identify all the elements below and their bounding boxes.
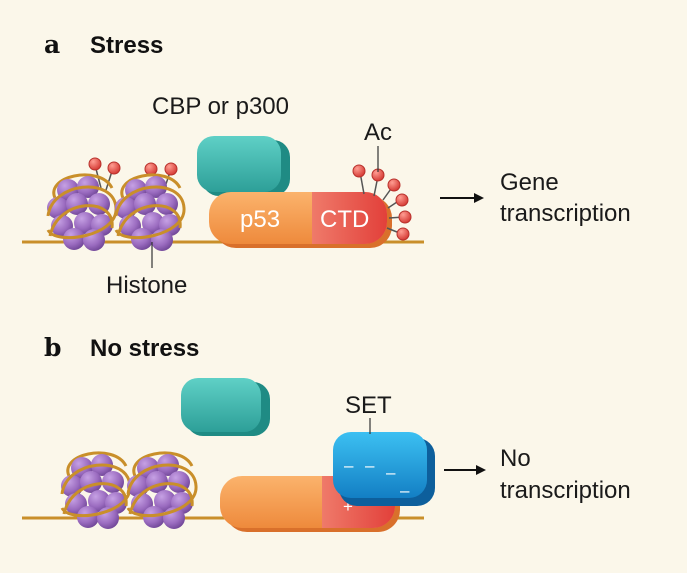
set-protein xyxy=(333,432,427,498)
outcome-b-line2: transcription xyxy=(500,477,631,504)
acetyl-lollipop-icon xyxy=(396,227,410,241)
set-charge: – xyxy=(344,456,354,475)
outcome-a-line1: Gene xyxy=(500,169,559,196)
acetyl-lollipop-icon xyxy=(395,193,409,207)
acetyl-lollipop-icon xyxy=(88,157,102,171)
outcome-b-line1: No xyxy=(500,445,531,472)
panel-a-letter: a xyxy=(44,30,60,59)
set-label: SET xyxy=(345,392,392,419)
acetyl-lollipop-icon xyxy=(107,161,121,175)
panel-a-title: Stress xyxy=(90,32,163,59)
nucleosome-icon xyxy=(45,173,118,253)
acetyl-lollipop-icon xyxy=(398,210,412,224)
outcome-a-line2: transcription xyxy=(500,200,631,227)
histone-label: Histone xyxy=(106,272,187,299)
panel-a: a Stress Histone CBP or p300 p53 xyxy=(22,30,631,299)
nucleosome-icon xyxy=(113,173,186,253)
p53-ctd-domain xyxy=(312,192,387,244)
panel-b: b No stress + + + + – – – – SET No tr xyxy=(22,333,631,532)
p53-label: p53 xyxy=(240,206,280,233)
ctd-label: CTD xyxy=(320,206,369,233)
coactivator-label: CBP or p300 xyxy=(152,93,289,120)
acetyl-lollipop-icon xyxy=(144,162,158,176)
ctd-charge: + xyxy=(343,497,353,516)
arrow-right-icon xyxy=(444,465,486,475)
set-charge: – xyxy=(386,463,396,482)
set-charge: – xyxy=(400,481,410,500)
ctd-acetyl-groups xyxy=(352,164,412,241)
coactivator-free xyxy=(181,378,261,432)
acetyl-lollipop-icon xyxy=(387,178,401,192)
acetyl-lollipop-icon xyxy=(164,162,178,176)
coactivator-cbp-p300 xyxy=(197,136,281,192)
acetyl-label: Ac xyxy=(364,119,392,146)
panel-b-letter: b xyxy=(44,333,61,362)
acetyl-lollipop-icon xyxy=(352,164,366,178)
set-charge: – xyxy=(365,456,375,475)
panel-b-title: No stress xyxy=(90,335,199,362)
arrow-right-icon xyxy=(440,193,484,203)
